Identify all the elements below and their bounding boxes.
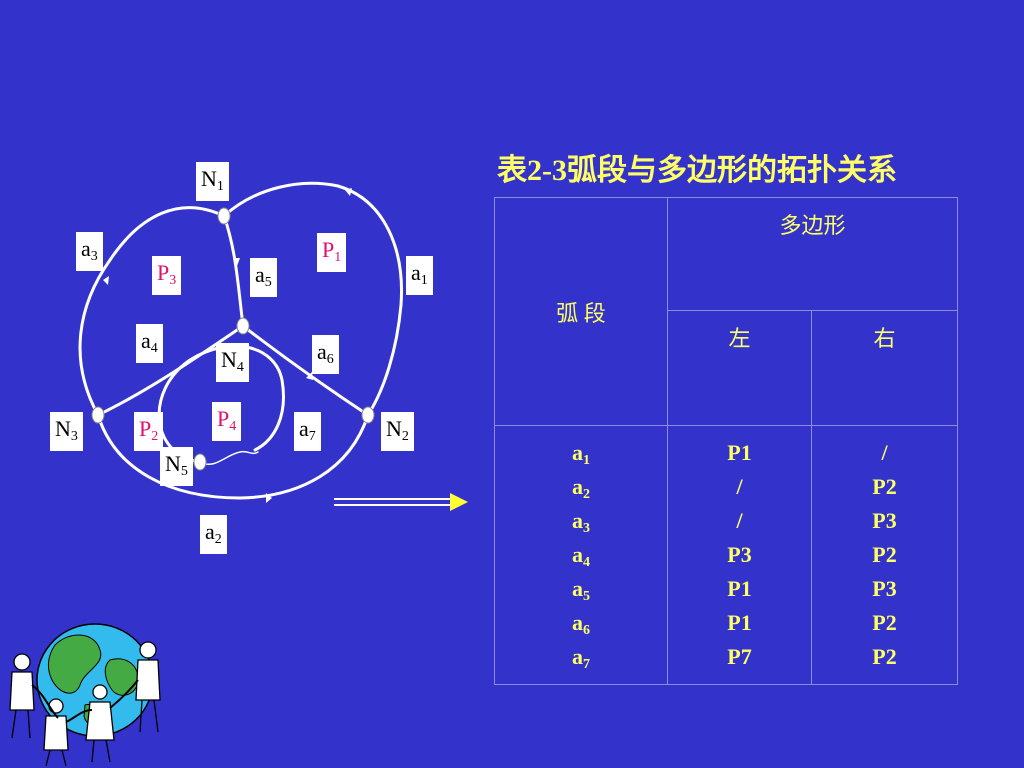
node-label-n3: N3	[50, 412, 83, 451]
right-cell: P2	[872, 610, 897, 635]
node-n5-dot	[193, 453, 207, 471]
node-label-n4: N4	[216, 343, 249, 382]
arc-a4-line	[96, 324, 245, 417]
arc-cell: a3	[572, 508, 590, 536]
node-label-n1: N1	[196, 162, 229, 201]
arrow-a6	[306, 372, 313, 380]
arc-cell: a2	[572, 474, 590, 502]
polygon-label-p1: P1	[317, 233, 347, 272]
arc-label-a3: a3	[76, 232, 103, 271]
left-polygon-column: P1 / / P3 P1 P1 P7	[667, 425, 812, 685]
right-cell: P3	[872, 576, 897, 601]
topology-diagram	[78, 181, 403, 503]
node-n2-dot	[361, 406, 375, 424]
double-arrow-icon	[334, 493, 468, 511]
arc-label-a6: a6	[312, 335, 339, 374]
arc-cell: a4	[572, 542, 590, 570]
arrow-a3	[103, 276, 109, 285]
polygon-label-p2: P2	[134, 412, 164, 451]
left-cell: P1	[727, 440, 752, 465]
topology-table: 弧 段 多边形 左 右 a1 a2 a3 a4 a5 a6 a7 P1 / / …	[494, 197, 958, 685]
arc-cell: a7	[572, 644, 590, 672]
left-cell: P7	[727, 644, 752, 669]
right-cell: P3	[872, 508, 897, 533]
arrow-a1	[345, 188, 352, 196]
arc-label-a2: a2	[200, 515, 227, 554]
left-cell: P1	[727, 576, 752, 601]
right-cell: P2	[872, 542, 897, 567]
arrow-a5	[233, 258, 240, 266]
arc-cell: a1	[572, 440, 590, 468]
right-polygon-column: / P2 P3 P2 P3 P2 P2	[811, 425, 958, 685]
right-cell: /	[881, 440, 888, 465]
node-n1-dot	[217, 207, 231, 225]
arc-label-a4: a4	[136, 324, 163, 363]
left-cell: P1	[727, 610, 752, 635]
header-left: 左	[667, 310, 812, 426]
node-label-n5: N5	[160, 447, 193, 486]
arc-label-a7: a7	[294, 412, 321, 451]
header-right: 右	[811, 310, 958, 426]
arc-cell: a6	[572, 610, 590, 638]
right-cell: P2	[872, 474, 897, 499]
arc-a2-line	[96, 413, 370, 500]
arc-a3-line	[78, 206, 226, 417]
arc-a1-line	[222, 181, 403, 417]
node-n3-dot	[91, 406, 105, 424]
arc-label-a5: a5	[250, 258, 277, 297]
node-label-n2: N2	[381, 412, 414, 451]
arc-label-a1: a1	[406, 256, 433, 295]
polygon-label-p4: P4	[212, 402, 242, 441]
arc-cell: a5	[572, 576, 590, 604]
left-cell: /	[736, 474, 743, 499]
table-title: 表2-3弧段与多边形的拓扑关系	[497, 154, 897, 187]
header-arc: 弧 段	[494, 197, 668, 426]
globe-people-clipart-icon	[9, 623, 161, 767]
node-n4-dot	[236, 317, 250, 335]
arc-a5-line	[222, 214, 245, 328]
polygon-label-p3: P3	[152, 256, 182, 295]
left-cell: /	[736, 508, 743, 533]
header-polygon: 多边形	[667, 197, 958, 311]
arc-column: a1 a2 a3 a4 a5 a6 a7	[494, 425, 668, 685]
arrow-a2	[266, 493, 272, 503]
left-cell: P3	[727, 542, 752, 567]
right-cell: P2	[872, 644, 897, 669]
arc-a6-line	[241, 324, 370, 417]
dangle-line	[199, 450, 259, 465]
